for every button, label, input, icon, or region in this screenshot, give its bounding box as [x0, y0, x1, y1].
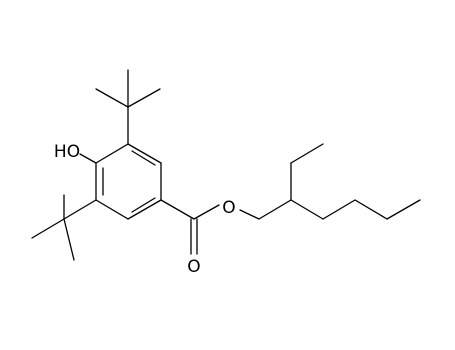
hydroxyl-bond [79, 153, 97, 164]
tbu-bond [95, 88, 129, 108]
ring-bond [127, 143, 162, 164]
ring-bond [95, 199, 129, 220]
ring-to-carbonyl-bond [160, 199, 195, 220]
chain-bond [354, 199, 388, 220]
ring-bond [127, 199, 162, 220]
chain-bond [386, 199, 421, 220]
chain-bond [322, 199, 356, 220]
tbu-bond [63, 218, 75, 261]
carbonyl-oxygen-label: O [187, 257, 200, 277]
ester-oxygen-label: O [222, 198, 235, 218]
carbonyl-to-oxygen-bond [193, 204, 220, 220]
chain-bond [258, 199, 292, 220]
tert-butyl-bottom [31, 194, 97, 261]
ester-group [160, 199, 260, 255]
tert-butyl-top [95, 69, 161, 145]
tbu-bond [31, 218, 65, 239]
ring-double-bond [131, 150, 156, 166]
hydroxyl-label: HO [54, 142, 80, 162]
chain-bond [290, 143, 324, 164]
tbu-bond [127, 88, 161, 108]
oxygen-to-ch2-bond [239, 209, 260, 220]
benzene-ring [95, 143, 162, 220]
ethylhexyl-chain [258, 143, 421, 220]
tbu-bond [63, 199, 97, 220]
ring-bond [95, 143, 129, 164]
ring-double-bond [131, 197, 156, 213]
chain-bond [290, 199, 324, 220]
